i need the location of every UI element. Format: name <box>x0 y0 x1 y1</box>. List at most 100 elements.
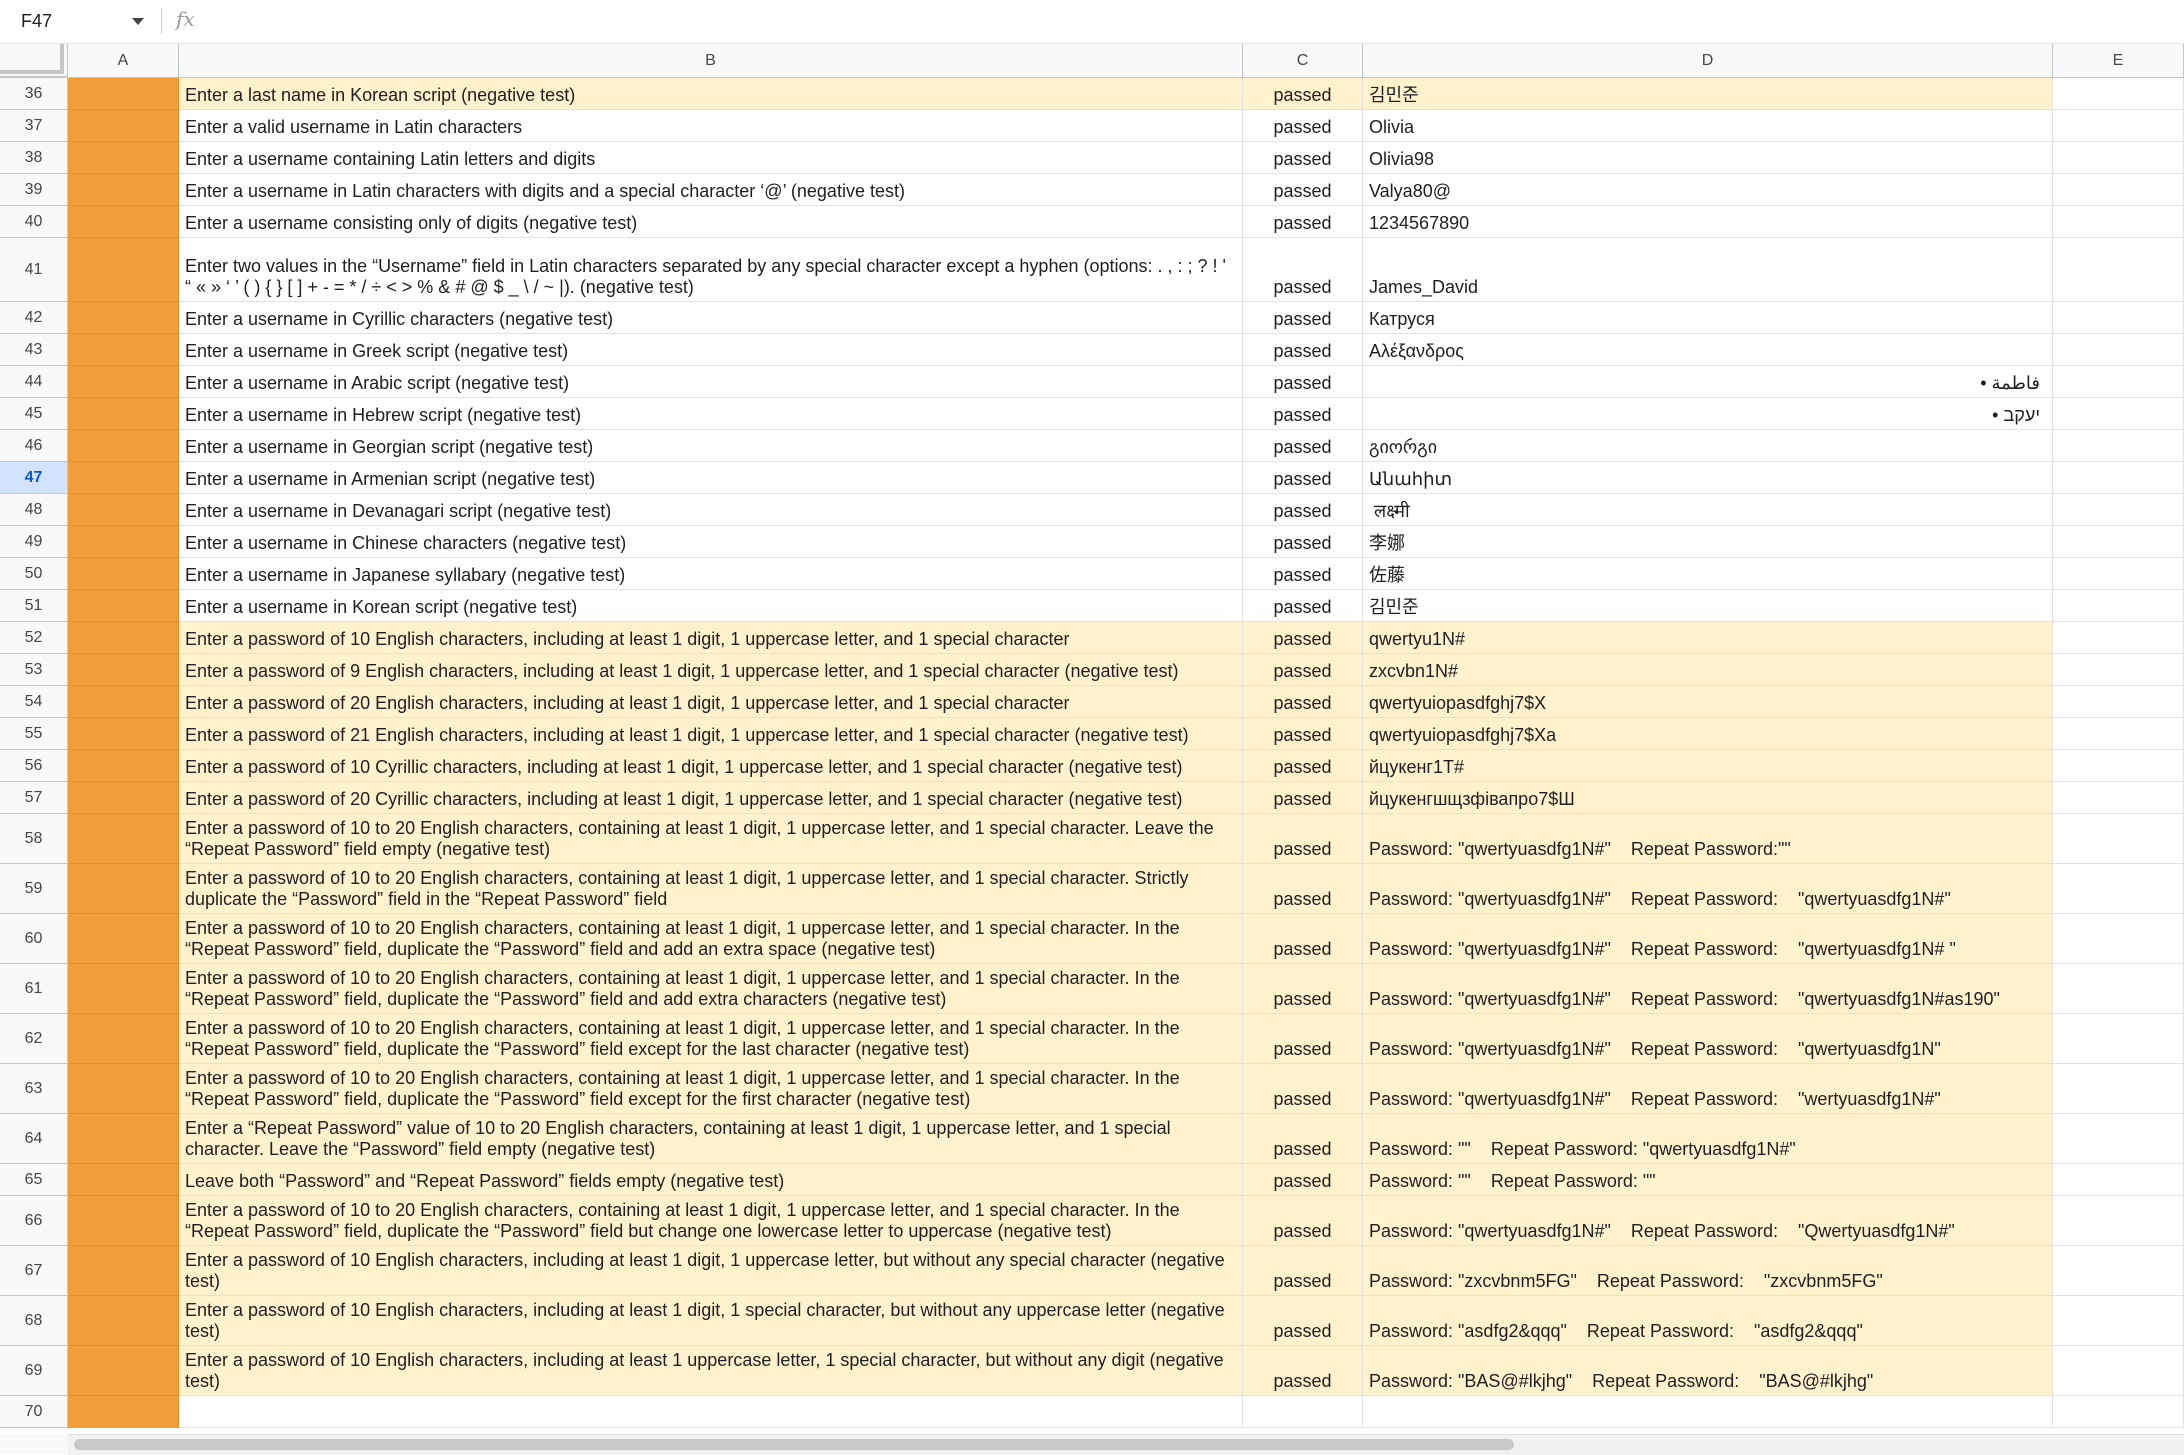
cell-e[interactable] <box>2053 334 2184 366</box>
cell-d-test-data[interactable]: Olivia <box>1363 110 2053 142</box>
row-header[interactable]: 60 <box>0 914 68 964</box>
cell-d-test-data[interactable]: Password: "asdfg2&qqq" Repeat Password: … <box>1363 1296 2053 1346</box>
cell-d-test-data[interactable]: Password: "qwertyuasdfg1N#" Repeat Passw… <box>1363 1196 2053 1246</box>
cell-e[interactable] <box>2053 590 2184 622</box>
cell-c-status[interactable]: passed <box>1243 1164 1363 1196</box>
cell-a[interactable] <box>68 462 179 494</box>
cell-c-status[interactable]: passed <box>1243 526 1363 558</box>
row-header[interactable]: 56 <box>0 750 68 782</box>
cell-b-test-case[interactable]: Enter a password of 10 to 20 English cha… <box>179 1064 1243 1114</box>
cell-b-test-case[interactable]: Enter a password of 10 Cyrillic characte… <box>179 750 1243 782</box>
cell-c-status[interactable]: passed <box>1243 398 1363 430</box>
cell-b-test-case[interactable]: Enter two values in the “Username” field… <box>179 238 1243 302</box>
cell-a[interactable] <box>68 526 179 558</box>
cell-b-test-case[interactable]: Enter a valid username in Latin characte… <box>179 110 1243 142</box>
cell-c-status[interactable]: passed <box>1243 1296 1363 1346</box>
cell-d-test-data[interactable]: zxcvbn1N# <box>1363 654 2053 686</box>
cell-c-status[interactable]: passed <box>1243 494 1363 526</box>
cell-a[interactable] <box>68 302 179 334</box>
cell-c-status[interactable] <box>1243 1396 1363 1428</box>
column-header-b[interactable]: B <box>179 44 1243 78</box>
row-header[interactable]: 43 <box>0 334 68 366</box>
cell-c-status[interactable]: passed <box>1243 964 1363 1014</box>
cell-a[interactable] <box>68 1064 179 1114</box>
cell-a[interactable] <box>68 590 179 622</box>
cell-d-test-data[interactable]: James_David <box>1363 238 2053 302</box>
cell-d-test-data[interactable]: qwertyuiopasdfghj7$X <box>1363 686 2053 718</box>
cell-d-test-data[interactable]: Password: "qwertyuasdfg1N#" Repeat Passw… <box>1363 964 2053 1014</box>
cell-e[interactable] <box>2053 142 2184 174</box>
row-header[interactable]: 70 <box>0 1396 68 1428</box>
cell-c-status[interactable]: passed <box>1243 864 1363 914</box>
row-header[interactable]: 57 <box>0 782 68 814</box>
cell-a[interactable] <box>68 782 179 814</box>
cell-a[interactable] <box>68 914 179 964</box>
row-header[interactable]: 69 <box>0 1346 68 1396</box>
cell-e[interactable] <box>2053 1296 2184 1346</box>
cell-b-test-case[interactable]: Enter a username in Japanese syllabary (… <box>179 558 1243 590</box>
cell-a[interactable] <box>68 686 179 718</box>
row-header[interactable]: 52 <box>0 622 68 654</box>
cell-b-test-case[interactable]: Enter a username in Georgian script (neg… <box>179 430 1243 462</box>
cell-c-status[interactable]: passed <box>1243 1346 1363 1396</box>
formula-input[interactable] <box>210 4 2174 38</box>
cell-b-test-case[interactable]: Enter a password of 10 to 20 English cha… <box>179 1014 1243 1064</box>
cell-d-test-data[interactable]: Password: "" Repeat Password: "" <box>1363 1164 2053 1196</box>
name-box[interactable]: F47 <box>10 6 150 36</box>
select-all-corner[interactable] <box>0 44 68 78</box>
cell-c-status[interactable]: passed <box>1243 334 1363 366</box>
cell-b-test-case[interactable]: Leave both “Password” and “Repeat Passwo… <box>179 1164 1243 1196</box>
column-header-d[interactable]: D <box>1363 44 2053 78</box>
row-header[interactable]: 40 <box>0 206 68 238</box>
cell-b-test-case[interactable]: Enter a password of 21 English character… <box>179 718 1243 750</box>
cell-e[interactable] <box>2053 750 2184 782</box>
cell-e[interactable] <box>2053 558 2184 590</box>
cell-b-test-case[interactable]: Enter a username in Greek script (negati… <box>179 334 1243 366</box>
cell-d-test-data[interactable]: გიორგი <box>1363 430 2053 462</box>
cell-d-test-data[interactable]: Password: "zxcvbnm5FG" Repeat Password: … <box>1363 1246 2053 1296</box>
cell-c-status[interactable]: passed <box>1243 174 1363 206</box>
cell-b-test-case[interactable]: Enter a password of 10 to 20 English cha… <box>179 1196 1243 1246</box>
horizontal-scrollbar[interactable] <box>68 1434 2184 1455</box>
row-header[interactable]: 51 <box>0 590 68 622</box>
cell-e[interactable] <box>2053 686 2184 718</box>
cell-b-test-case[interactable]: Enter a “Repeat Password” value of 10 to… <box>179 1114 1243 1164</box>
row-header[interactable]: 46 <box>0 430 68 462</box>
row-header[interactable]: 62 <box>0 1014 68 1064</box>
cell-d-test-data[interactable]: Катруся <box>1363 302 2053 334</box>
cell-b-test-case[interactable]: Enter a password of 10 to 20 English cha… <box>179 814 1243 864</box>
cell-a[interactable] <box>68 1164 179 1196</box>
cell-a[interactable] <box>68 398 179 430</box>
cell-d-test-data[interactable]: Password: "qwertyuasdfg1N#" Repeat Passw… <box>1363 1014 2053 1064</box>
row-header[interactable]: 63 <box>0 1064 68 1114</box>
cell-b-test-case[interactable]: Enter a password of 10 English character… <box>179 1246 1243 1296</box>
row-header[interactable]: 67 <box>0 1246 68 1296</box>
cell-d-test-data[interactable]: 김민준 <box>1363 78 2053 110</box>
cell-e[interactable] <box>2053 462 2184 494</box>
cell-e[interactable] <box>2053 654 2184 686</box>
cell-c-status[interactable]: passed <box>1243 558 1363 590</box>
cell-a[interactable] <box>68 206 179 238</box>
row-header[interactable]: 68 <box>0 1296 68 1346</box>
cell-a[interactable] <box>68 494 179 526</box>
cell-c-status[interactable]: passed <box>1243 622 1363 654</box>
row-header[interactable]: 58 <box>0 814 68 864</box>
cell-a[interactable] <box>68 110 179 142</box>
cell-d-test-data[interactable]: Password: "qwertyuasdfg1N#" Repeat Passw… <box>1363 864 2053 914</box>
cell-d-test-data[interactable]: Password: "BAS@#lkjhg" Repeat Password: … <box>1363 1346 2053 1396</box>
cell-e[interactable] <box>2053 1114 2184 1164</box>
row-header[interactable]: 39 <box>0 174 68 206</box>
cell-d-test-data[interactable]: 李娜 <box>1363 526 2053 558</box>
cell-c-status[interactable]: passed <box>1243 110 1363 142</box>
row-header[interactable]: 45 <box>0 398 68 430</box>
cell-d-test-data[interactable]: Password: "qwertyuasdfg1N#" Repeat Passw… <box>1363 914 2053 964</box>
cell-a[interactable] <box>68 238 179 302</box>
cell-b-test-case[interactable]: Enter a password of 10 English character… <box>179 1346 1243 1396</box>
cell-e[interactable] <box>2053 1346 2184 1396</box>
cell-a[interactable] <box>68 1396 179 1428</box>
cell-b-test-case[interactable]: Enter a password of 10 English character… <box>179 622 1243 654</box>
cell-b-test-case[interactable]: Enter a last name in Korean script (nega… <box>179 78 1243 110</box>
row-header[interactable]: 59 <box>0 864 68 914</box>
cell-c-status[interactable]: passed <box>1243 914 1363 964</box>
cell-e[interactable] <box>2053 718 2184 750</box>
